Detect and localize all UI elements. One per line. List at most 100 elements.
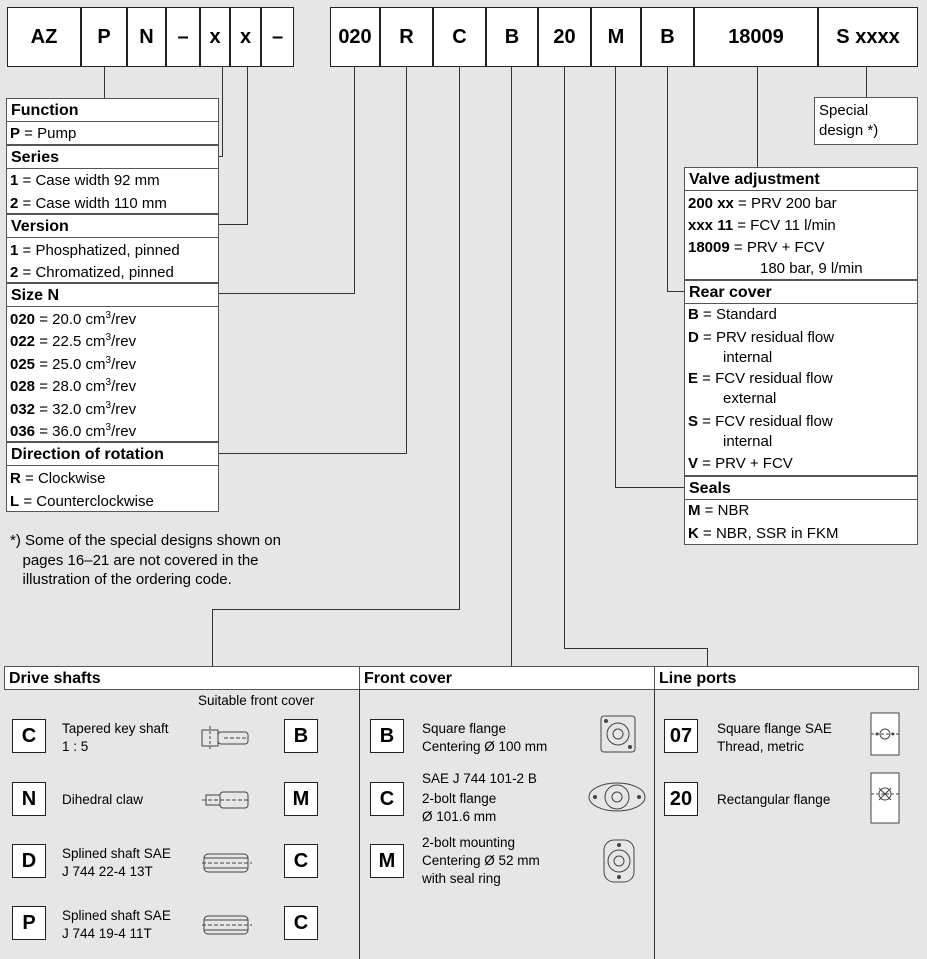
size-body (6, 306, 219, 442)
size-row: 020 = 20.0 cm3/rev (10, 310, 137, 329)
front-m-l3: with seal ring (422, 871, 501, 886)
code-cell-drive-shaft: C (433, 7, 486, 67)
claw-shaft-icon (202, 791, 250, 809)
splined-shaft-icon (202, 915, 252, 935)
drive-desc-c2: 1 : 5 (62, 739, 89, 754)
drive-subtitle: Suitable front cover (198, 693, 315, 708)
seals-row-k: K = NBR, SSR in FKM (688, 525, 839, 542)
connector-size (354, 67, 355, 294)
splined-shaft-icon (202, 853, 252, 873)
code-cell-size: 020 (330, 7, 380, 67)
ports-code-07: 07 (664, 719, 698, 753)
valve-row-3: 18009 = PRV + FCV (688, 239, 825, 256)
rear-row-e2: external (723, 390, 777, 407)
code-cell-seals: M (591, 7, 641, 67)
front-b-l1: Square flange (422, 721, 507, 736)
front-code-b: B (370, 719, 404, 753)
size-row: 032 = 32.0 cm3/rev (10, 399, 137, 418)
square-flange-icon (600, 715, 636, 753)
connector-rear (667, 67, 668, 292)
rear-row-v: V = PRV + FCV (688, 455, 793, 472)
drive-cover-m: M (284, 782, 318, 816)
drive-desc-d1: Splined shaft SAE (62, 846, 171, 861)
connector-drive-v (212, 609, 213, 666)
drive-header: Drive shafts (4, 666, 360, 690)
connector-rotation (406, 67, 407, 454)
drive-cover-c2: C (284, 906, 318, 940)
seals-header: Seals (684, 476, 918, 500)
series-row-2: 2 = Case width 110 mm (10, 195, 167, 212)
divider-drive-front (359, 689, 360, 959)
rear-row-s2: internal (723, 433, 773, 450)
code-cell-valve: 18009 (694, 7, 818, 67)
seals-row-m: M = NBR (688, 502, 750, 519)
code-cell-az: AZ (7, 7, 81, 67)
function-body (6, 121, 219, 145)
code-cell-special: S xxxx (818, 7, 918, 67)
front-code-m: M (370, 844, 404, 878)
drive-desc-c1: Tapered key shaft (62, 721, 169, 736)
front-c-l3: Ø 101.6 mm (422, 809, 497, 824)
drive-code-n: N (12, 782, 46, 816)
two-bolt-mount-icon (603, 839, 635, 883)
rotation-row-1: R = Clockwise (10, 470, 106, 487)
drive-desc-p1: Splined shaft SAE (62, 908, 171, 923)
code-cell-function: P (81, 7, 127, 67)
code-cell-n: N (127, 7, 166, 67)
connector-size-h (218, 293, 355, 294)
connector-ports (564, 67, 565, 649)
size-row: 025 = 25.0 cm3/rev (10, 354, 137, 373)
front-header: Front cover (359, 666, 655, 690)
divider-front-ports (654, 689, 655, 959)
valve-row-1: 200 xx = PRV 200 bar (688, 195, 837, 212)
connector-rotation-h (218, 453, 407, 454)
ports-07-l2: Thread, metric (717, 739, 805, 754)
series-header: Series (6, 145, 219, 169)
drive-code-p: P (12, 906, 46, 940)
drive-desc-d2: J 744 22-4 13T (62, 864, 153, 879)
rear-body (684, 303, 918, 476)
valve-body (684, 190, 918, 280)
ports-20-l1: Rectangular flange (717, 792, 831, 807)
version-row-1: 1 = Phosphatized, pinned (10, 242, 180, 259)
special-line1: Special (819, 102, 869, 119)
connector-drive (459, 67, 460, 610)
valve-row-2: xxx 11 = FCV 11 l/min (688, 217, 836, 234)
drive-desc-p2: J 744 19-4 11T (62, 926, 152, 941)
connector-rear-h (667, 291, 685, 292)
size-row: 028 = 28.0 cm3/rev (10, 377, 137, 396)
connector-ports-h (564, 648, 708, 649)
drive-code-c: C (12, 719, 46, 753)
series-body (6, 168, 219, 214)
special-design-box (814, 97, 918, 145)
version-body (6, 237, 219, 283)
special-line2: design *) (819, 122, 879, 139)
front-m-l1: 2-bolt mounting (422, 835, 516, 850)
rect-port-icon (870, 772, 900, 824)
connector-series-h (218, 156, 223, 157)
rotation-body (6, 465, 219, 512)
drive-cover-b: B (284, 719, 318, 753)
connector-ports-v (707, 648, 708, 666)
tapered-shaft-icon (201, 726, 249, 750)
size-header: Size N (6, 283, 219, 307)
connector-valve (757, 67, 758, 167)
drive-code-d: D (12, 844, 46, 878)
rear-header: Rear cover (684, 280, 918, 304)
code-cell-rotation: R (380, 7, 433, 67)
connector-front (511, 67, 512, 666)
rotation-row-2: L = Counterclockwise (10, 493, 154, 510)
version-row-2: 2 = Chromatized, pinned (10, 264, 174, 281)
footnote-line3: illustration of the ordering code. (10, 571, 232, 588)
footnote-line1: *) Some of the special designs shown on (10, 532, 281, 549)
front-code-c: C (370, 782, 404, 816)
connector-function (104, 67, 105, 98)
connector-drive-h (212, 609, 460, 610)
rear-row-d: D = PRV residual flow (688, 329, 835, 346)
connector-special (866, 67, 867, 97)
ports-07-l1: Square flange SAE (717, 721, 832, 736)
series-row-1: 1 = Case width 92 mm (10, 172, 160, 189)
size-row: 022 = 22.5 cm3/rev (10, 332, 137, 351)
function-row: P = Pump (10, 125, 77, 142)
front-b-l2: Centering Ø 100 mm (422, 739, 548, 754)
